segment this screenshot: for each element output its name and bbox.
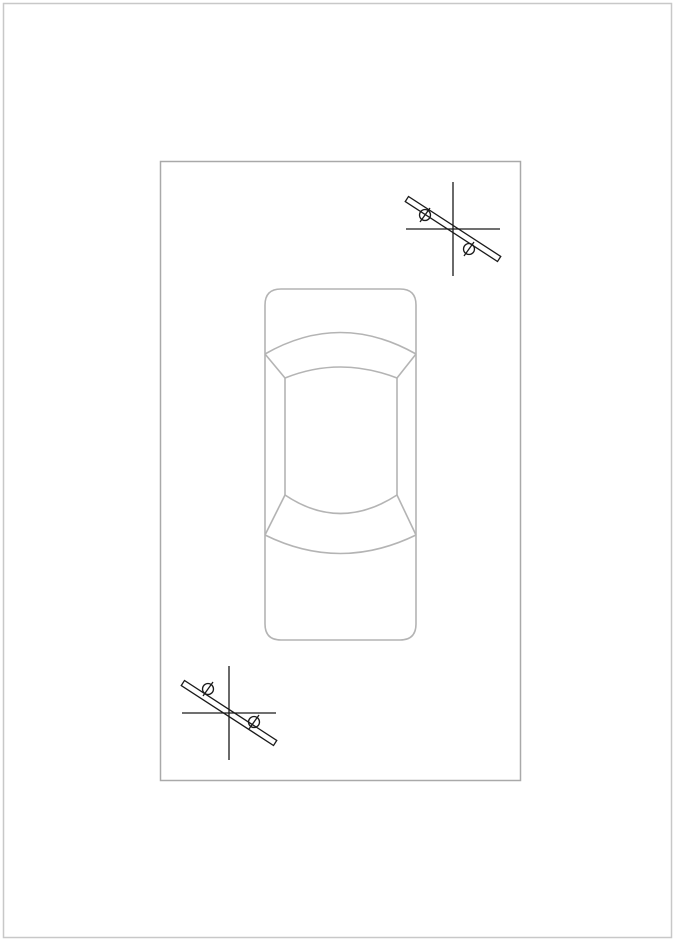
- symbol-slanted-bar: [404, 195, 502, 263]
- car-rear-window-front-edge: [284, 494, 398, 515]
- symbol-slanted-bar: [180, 679, 278, 747]
- car-rear-window-rear-edge: [264, 534, 417, 555]
- symbol-gauge-lower: [462, 241, 476, 257]
- symbol-gauge-upper: [418, 207, 432, 223]
- area-outline: [159, 160, 522, 782]
- car-a-pillar-right: [396, 353, 417, 379]
- sensor-symbol-bottom-left: [180, 666, 278, 760]
- symbol-gauge-lower: [247, 714, 261, 730]
- car-c-pillar-right: [396, 494, 417, 536]
- car-body: [264, 288, 417, 641]
- car-a-pillar-left: [264, 353, 286, 379]
- car-windshield-rear-edge: [284, 366, 398, 379]
- sensor-symbol-top-right: [404, 182, 502, 276]
- car-top-view: [264, 288, 417, 641]
- symbol-gauge-upper: [201, 681, 215, 697]
- car-windshield-front-edge: [264, 331, 417, 355]
- car-c-pillar-left: [264, 494, 286, 536]
